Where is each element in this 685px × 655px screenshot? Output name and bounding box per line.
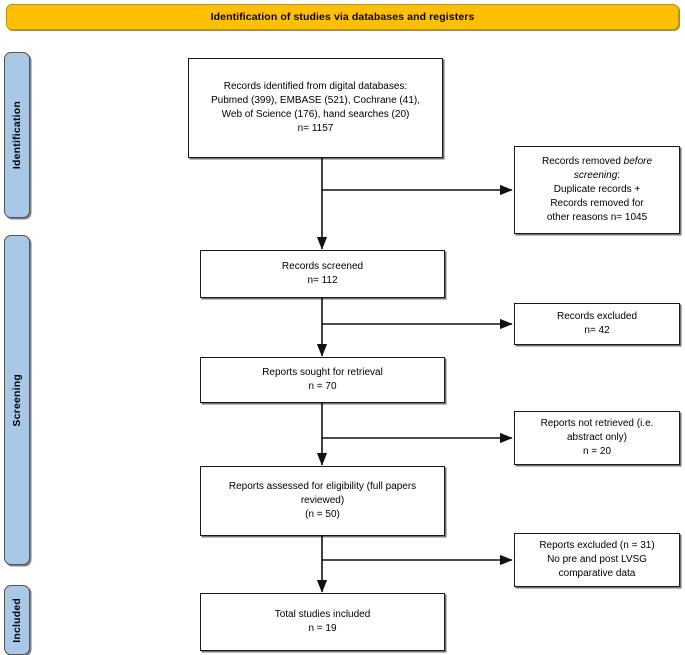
flow-box-text: Reports sought for retrieval n = 70: [262, 367, 383, 392]
removed-colon: :: [617, 170, 621, 181]
flow-box-records-identified: Records identified from digital database…: [188, 58, 443, 158]
phase-label-included: Included: [4, 585, 30, 655]
flow-box-reports-assessed: Reports assessed for eligibility (full p…: [200, 466, 445, 536]
flow-box-text: Reports assessed for eligibility (full p…: [228, 481, 417, 520]
phase-label-identification: Identification: [4, 52, 30, 218]
flow-box-text: Total studies included n = 19: [274, 609, 371, 634]
flow-box-text: Records identified from digital database…: [211, 81, 420, 134]
flow-box-text: Records screened n= 112: [281, 261, 364, 286]
flow-box-text: Records excluded n= 42: [556, 311, 638, 336]
removed-italic-screening: screening: [573, 170, 618, 181]
phase-label-text: Identification: [11, 100, 23, 170]
flow-box-total-included: Total studies included n = 19: [200, 593, 445, 651]
removed-rest: Duplicate records + Records removed for …: [546, 184, 648, 223]
flow-box-reports-excluded: Reports excluded (n = 31) No pre and pos…: [514, 533, 680, 587]
diagram-banner: Identification of studies via databases …: [6, 4, 679, 30]
flow-box-text: Reports excluded (n = 31) No pre and pos…: [539, 540, 655, 579]
flow-box-reports-not-retrieved: Reports not retrieved (i.e. abstract onl…: [514, 411, 680, 465]
flow-box-text: Reports not retrieved (i.e. abstract onl…: [540, 418, 654, 457]
removed-italic-before: before: [623, 156, 653, 167]
removed-line1-prefix: Records removed: [541, 156, 624, 167]
flow-box-records-screened: Records screened n= 112: [200, 250, 445, 298]
phase-label-screening: Screening: [4, 235, 30, 565]
flow-box-reports-sought: Reports sought for retrieval n = 70: [200, 357, 445, 403]
banner-title: Identification of studies via databases …: [210, 11, 475, 23]
flow-box-records-excluded: Records excluded n= 42: [514, 303, 680, 345]
flow-box-text: Records removed before screening: Duplic…: [536, 153, 658, 227]
phase-label-text: Screening: [11, 373, 23, 427]
flow-box-records-removed: Records removed before screening: Duplic…: [514, 146, 680, 234]
phase-label-text: Included: [11, 597, 23, 643]
